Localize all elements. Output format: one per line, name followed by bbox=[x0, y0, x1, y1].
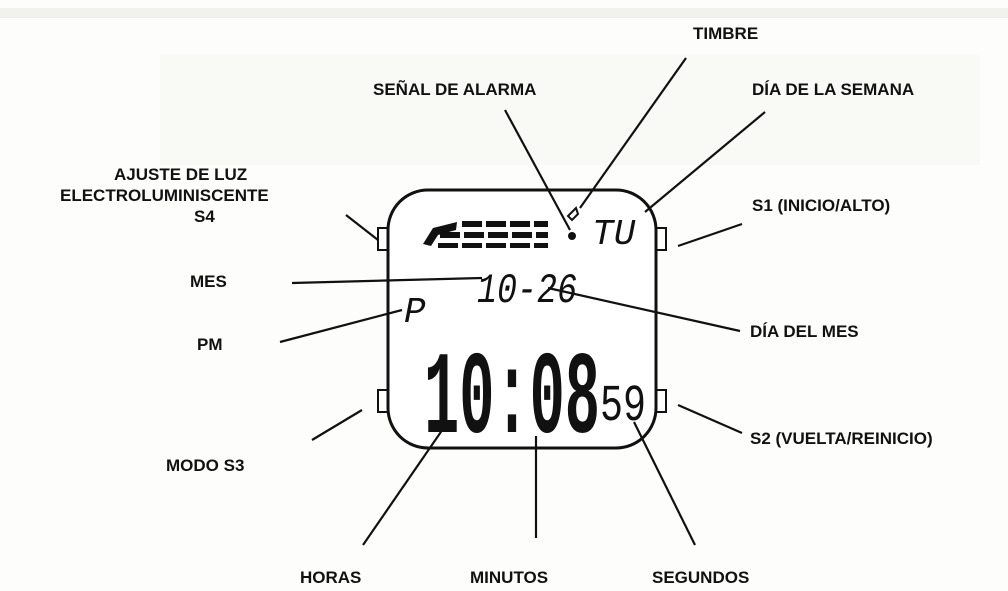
leader-senal-alarma bbox=[504, 109, 571, 231]
label-pm: PM bbox=[197, 335, 223, 354]
label-horas: HORAS bbox=[300, 568, 362, 587]
label-segundos: SEGUNDOS bbox=[652, 568, 750, 587]
label-s2: S2 (VUELTA/REINICIO) bbox=[750, 429, 933, 448]
label-modo-s3: MODO S3 bbox=[166, 456, 245, 475]
pm-indicator: P bbox=[404, 292, 426, 333]
leader-dia-semana bbox=[644, 111, 766, 213]
seconds-display: 59 bbox=[600, 377, 646, 436]
leader-timbre bbox=[579, 57, 687, 209]
label-minutos: MINUTOS bbox=[470, 568, 549, 587]
scan-band bbox=[0, 8, 1008, 18]
label-timbre: TIMBRE bbox=[693, 24, 759, 43]
leader-ajuste-luz bbox=[345, 214, 379, 241]
label-ajuste-luz-line3: S4 bbox=[194, 207, 215, 226]
label-dia-semana: DÍA DE LA SEMANA bbox=[752, 80, 915, 99]
leader-s1 bbox=[677, 222, 743, 248]
leader-segundos bbox=[633, 421, 696, 546]
scan-shadow bbox=[160, 55, 980, 165]
watch-face bbox=[386, 188, 658, 450]
bar-graph bbox=[423, 221, 548, 248]
label-ajuste-luz: AJUSTE DE LUZ ELECTROLUMINISCENTE S4 bbox=[60, 164, 269, 227]
leader-pm bbox=[279, 308, 403, 344]
leader-modo-s3 bbox=[311, 409, 363, 441]
leader-mes bbox=[291, 276, 483, 285]
chime-icon bbox=[566, 206, 580, 222]
alarm-icon bbox=[568, 232, 576, 240]
label-ajuste-luz-line2: ELECTROLUMINISCENTE bbox=[60, 186, 269, 205]
label-ajuste-luz-line1: AJUSTE DE LUZ bbox=[114, 165, 248, 184]
label-senal-alarma: SEÑAL DE ALARMA bbox=[373, 80, 537, 99]
leader-lines bbox=[279, 57, 766, 546]
label-dia-mes: DÍA DEL MES bbox=[750, 322, 859, 341]
leader-dia-mes bbox=[547, 286, 741, 333]
label-mes: MES bbox=[190, 272, 227, 291]
label-s1: S1 (INICIO/ALTO) bbox=[752, 196, 891, 215]
time-display: 10:08 bbox=[424, 335, 600, 468]
leader-horas bbox=[362, 425, 446, 546]
weekday-display: TU bbox=[592, 214, 636, 255]
leader-s2 bbox=[677, 403, 743, 435]
